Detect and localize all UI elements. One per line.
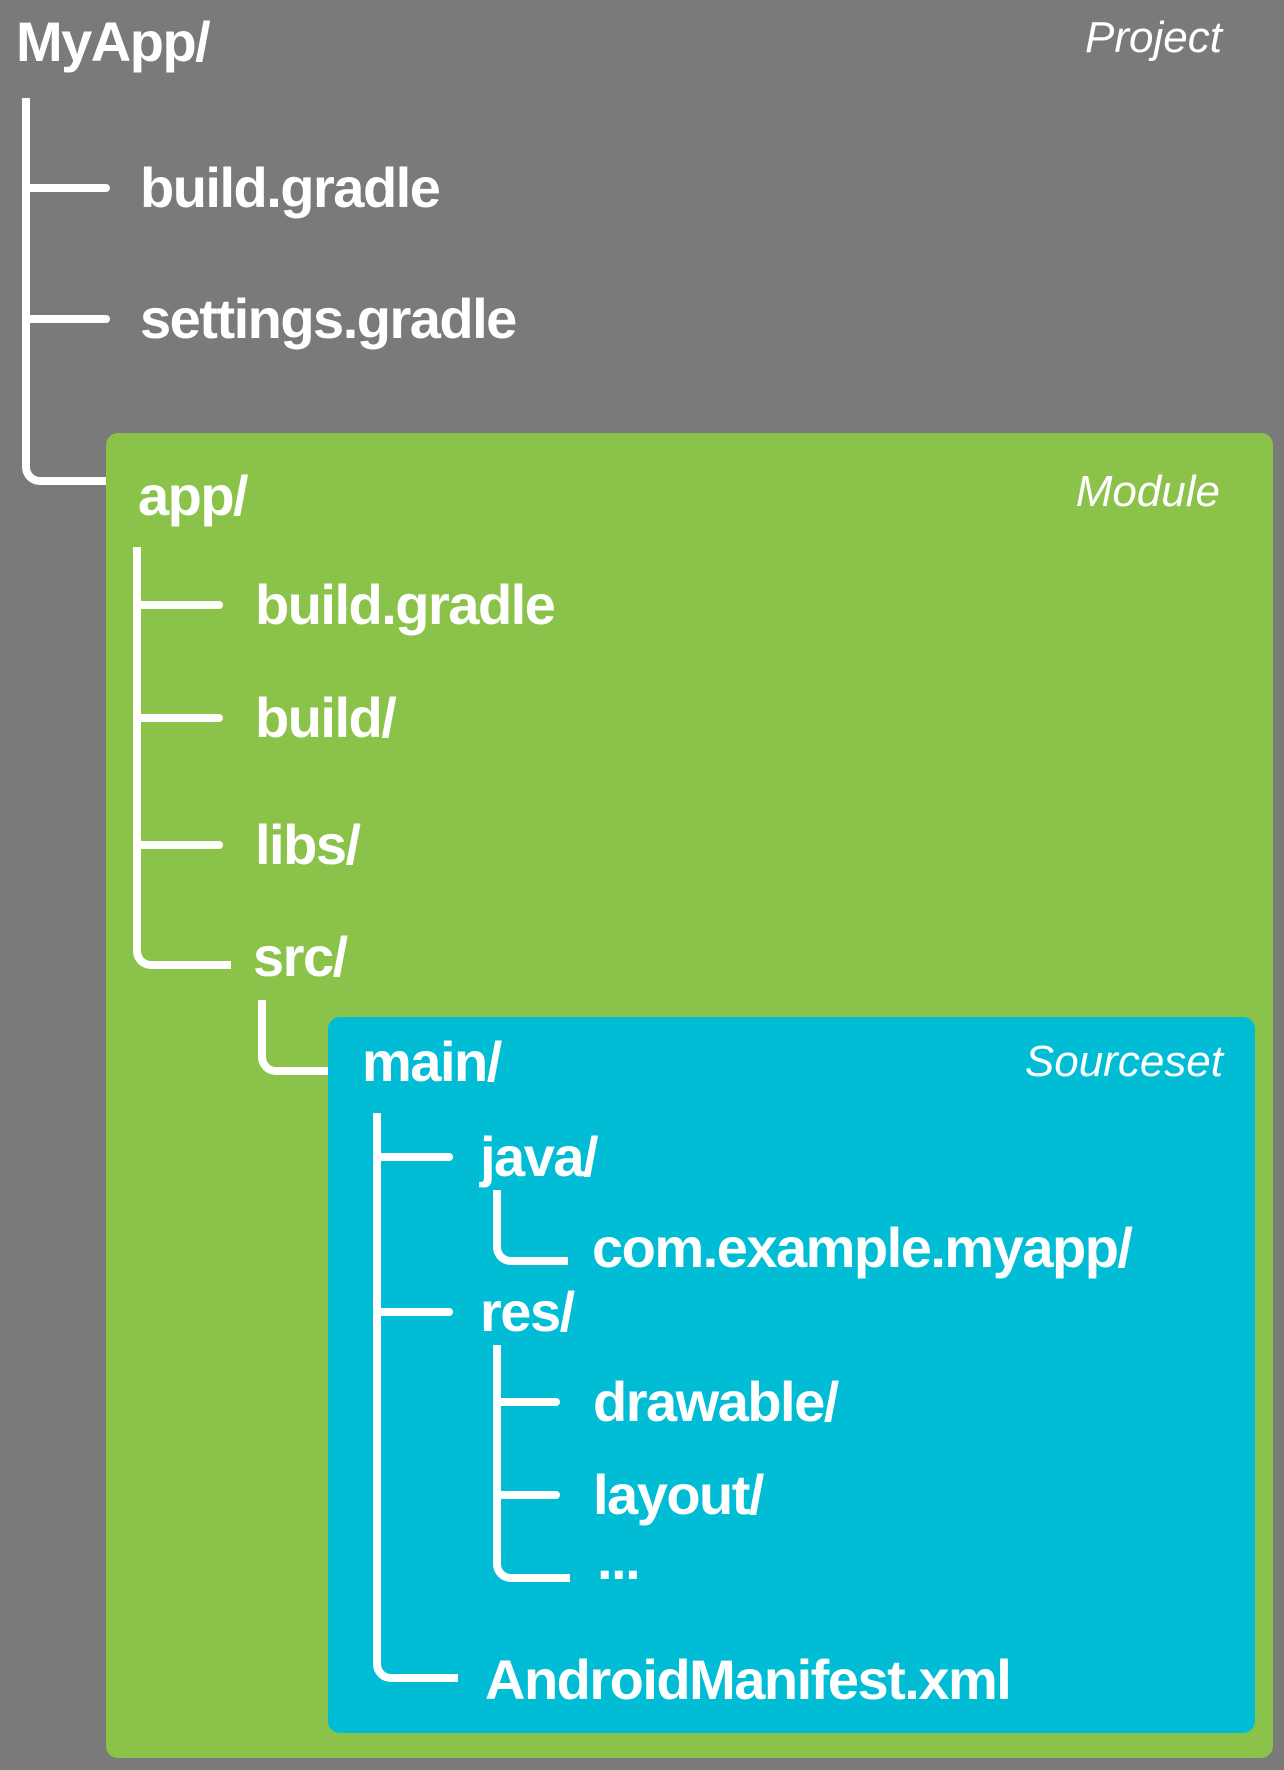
tree-connector-project-to-module [22, 98, 120, 485]
project-badge: Project [1085, 13, 1222, 62]
sourceset-file-android-manifest: AndroidManifest.xml [485, 1648, 1012, 1711]
tree-connector-module [133, 547, 231, 969]
tree-branch-module-build-dir [133, 714, 223, 722]
tree-branch-java [373, 1153, 453, 1161]
sourceset-badge: Sourceset [1024, 1037, 1223, 1086]
module-file-build-gradle: build.gradle [255, 573, 556, 636]
tree-branch-layout [493, 1491, 560, 1499]
tree-branch-drawable [493, 1398, 560, 1406]
project-file-build-gradle: build.gradle [140, 156, 441, 219]
tree-connector-java-package [493, 1190, 568, 1265]
tree-branch-module-build-gradle [133, 601, 223, 609]
sourceset-box [328, 1017, 1255, 1733]
sourceset-dir-res: res/ [480, 1280, 575, 1343]
sourceset-dir-layout: layout/ [593, 1463, 764, 1526]
module-badge: Module [1075, 467, 1220, 516]
tree-branch-project-build-gradle [22, 184, 110, 192]
sourceset-dir-drawable: drawable/ [593, 1370, 839, 1433]
module-dir-src: src/ [253, 925, 348, 988]
tree-branch-res [373, 1308, 453, 1316]
sourceset-more-items-ellipsis: ... [597, 1528, 641, 1591]
sourceset-root-label: main/ [362, 1030, 502, 1093]
project-root-label: MyApp/ [16, 10, 211, 73]
tree-connector-main [373, 1113, 458, 1682]
sourceset-dir-java: java/ [480, 1125, 599, 1188]
tree-connector-src-to-main [258, 1000, 340, 1075]
tree-branch-project-settings-gradle [22, 315, 110, 323]
project-file-settings-gradle: settings.gradle [140, 287, 517, 350]
sourceset-package-com-example-myapp: com.example.myapp/ [592, 1216, 1133, 1279]
tree-branch-module-libs [133, 841, 223, 849]
module-root-label: app/ [138, 464, 249, 527]
module-dir-build: build/ [255, 686, 397, 749]
module-dir-libs: libs/ [255, 813, 361, 876]
tree-connector-res [493, 1345, 570, 1582]
